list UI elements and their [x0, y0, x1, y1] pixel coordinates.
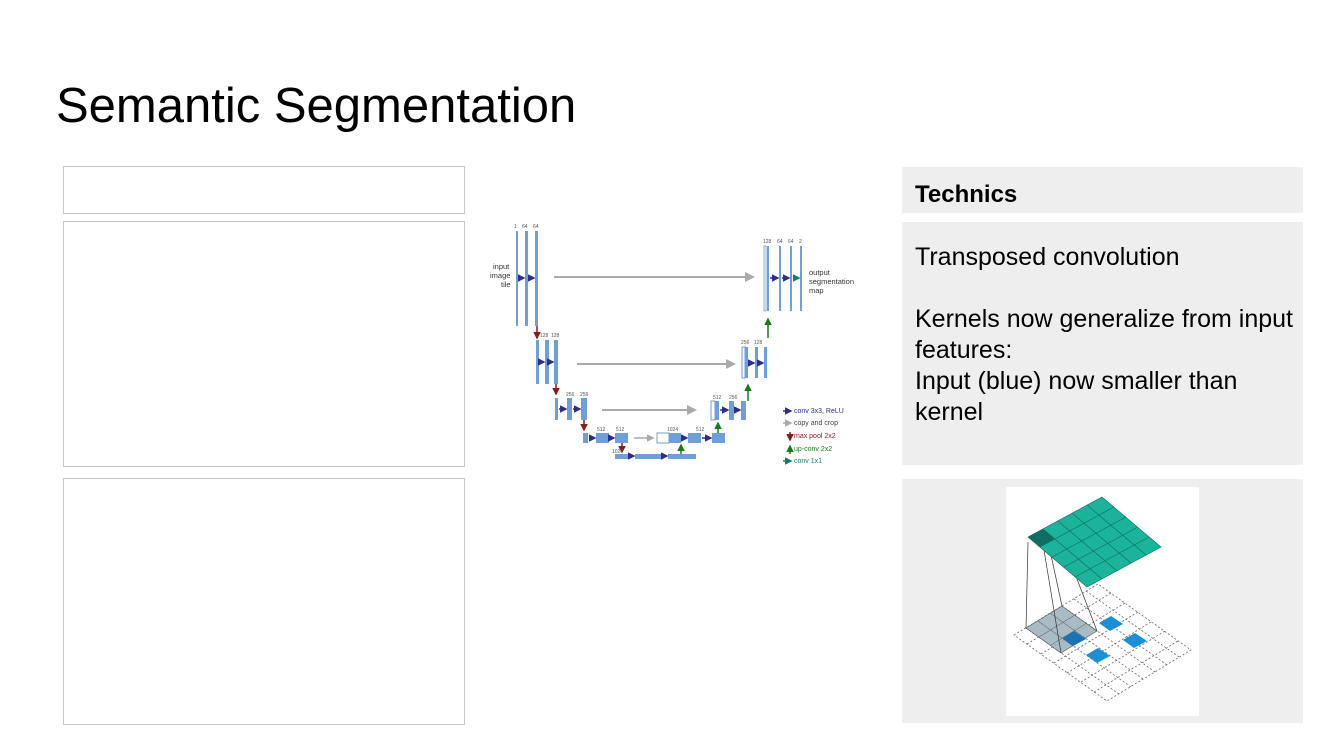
- feature-map: [581, 398, 587, 420]
- legend-conv-1x1: conv 1x1: [794, 458, 822, 465]
- feature-map: [615, 454, 629, 459]
- input-cell: [1062, 631, 1086, 646]
- feature-map: [779, 246, 781, 311]
- label-input: input: [493, 262, 510, 271]
- feature-map: [790, 246, 792, 311]
- label-map: map: [809, 286, 824, 295]
- kernel-region: [1025, 605, 1098, 654]
- feature-map: [800, 246, 802, 311]
- feature-map: [545, 340, 549, 384]
- channel-label: 64: [522, 224, 528, 230]
- technics-description: Transposed convolution Kernels now gener…: [915, 243, 1293, 426]
- channel-label: 256: [741, 340, 750, 346]
- channel-label: 1024: [612, 449, 623, 455]
- feature-map: [745, 347, 748, 378]
- label-output: output: [809, 268, 831, 277]
- feature-map: [712, 433, 725, 443]
- transposed-conv-illustration: [1013, 496, 1192, 702]
- channel-label: 64: [788, 239, 794, 245]
- unet-architecture-diagram: input image tile 1 64 64 128 128 256 256…: [490, 224, 854, 465]
- feature-map: [688, 433, 701, 443]
- label-tile: tile: [501, 280, 511, 289]
- feature-map: [567, 398, 572, 420]
- channel-label: 2: [799, 239, 802, 245]
- placeholder-box-bottom: [63, 478, 465, 725]
- technics-heading: Technics: [915, 181, 1018, 208]
- feature-map: [764, 347, 767, 378]
- channel-label: 1024: [667, 427, 678, 433]
- channel-label: 256: [566, 392, 575, 398]
- feature-map: [583, 433, 588, 443]
- feature-map: [668, 454, 696, 459]
- feature-map: [536, 340, 539, 384]
- placeholder-box-middle: [63, 221, 465, 467]
- channel-label: 512: [616, 427, 625, 433]
- unet-legend: conv 3x3, ReLU copy and crop max pool 2x…: [783, 407, 844, 465]
- feature-map: [516, 231, 518, 326]
- label-segmentation: segmentation: [809, 277, 854, 286]
- transposed-conv-illustration-box: [902, 479, 1303, 723]
- feature-map: [763, 245, 767, 312]
- feature-map: [555, 398, 558, 420]
- feature-map: [554, 340, 558, 384]
- legend-conv-3x3: conv 3x3, ReLU: [794, 408, 844, 415]
- input-cell: [1099, 616, 1123, 631]
- feature-map: [729, 401, 734, 420]
- feature-map: [669, 433, 681, 443]
- channel-label: 1: [514, 224, 517, 230]
- channel-label: 256: [729, 395, 738, 401]
- channel-label: 256: [580, 392, 589, 398]
- input-cell: [1086, 648, 1110, 663]
- feature-map: [635, 454, 663, 459]
- feature-map: [715, 401, 719, 420]
- channel-label: 128: [763, 239, 772, 245]
- slide-title: Semantic Segmentation: [56, 79, 577, 133]
- input-cell: [1123, 633, 1147, 648]
- channel-label: 64: [777, 239, 783, 245]
- feature-map: [525, 231, 528, 326]
- transposed-conv-frame: [1006, 487, 1199, 716]
- feature-map: [710, 400, 716, 421]
- channel-label: 512: [696, 427, 705, 433]
- feature-map: [535, 231, 538, 326]
- feature-map: [656, 432, 670, 444]
- feature-map: [596, 433, 609, 443]
- legend-up-conv: up-conv 2x2: [794, 446, 832, 453]
- feature-map: [615, 433, 628, 443]
- channel-label: 512: [597, 427, 606, 433]
- channel-label: 512: [713, 395, 722, 401]
- channel-label: 128: [551, 333, 560, 339]
- technics-header-box: Technics: [902, 167, 1303, 213]
- channel-label: 128: [540, 333, 549, 339]
- channel-label: 64: [533, 224, 539, 230]
- channel-label: 128: [754, 340, 763, 346]
- input-dashed-grid: [1013, 583, 1192, 702]
- feature-map: [755, 347, 758, 378]
- output-cell-active: [1028, 529, 1055, 547]
- feature-map: [767, 246, 769, 311]
- output-grid: [1027, 496, 1162, 588]
- legend-copy-crop: copy and crop: [794, 420, 838, 427]
- technics-body-box: Transposed convolution Kernels now gener…: [902, 222, 1303, 465]
- feature-map: [741, 346, 746, 379]
- placeholder-box-top: [63, 166, 465, 214]
- label-image: image: [490, 271, 510, 280]
- legend-max-pool: max pool 2x2: [794, 433, 836, 440]
- feature-map: [741, 401, 746, 420]
